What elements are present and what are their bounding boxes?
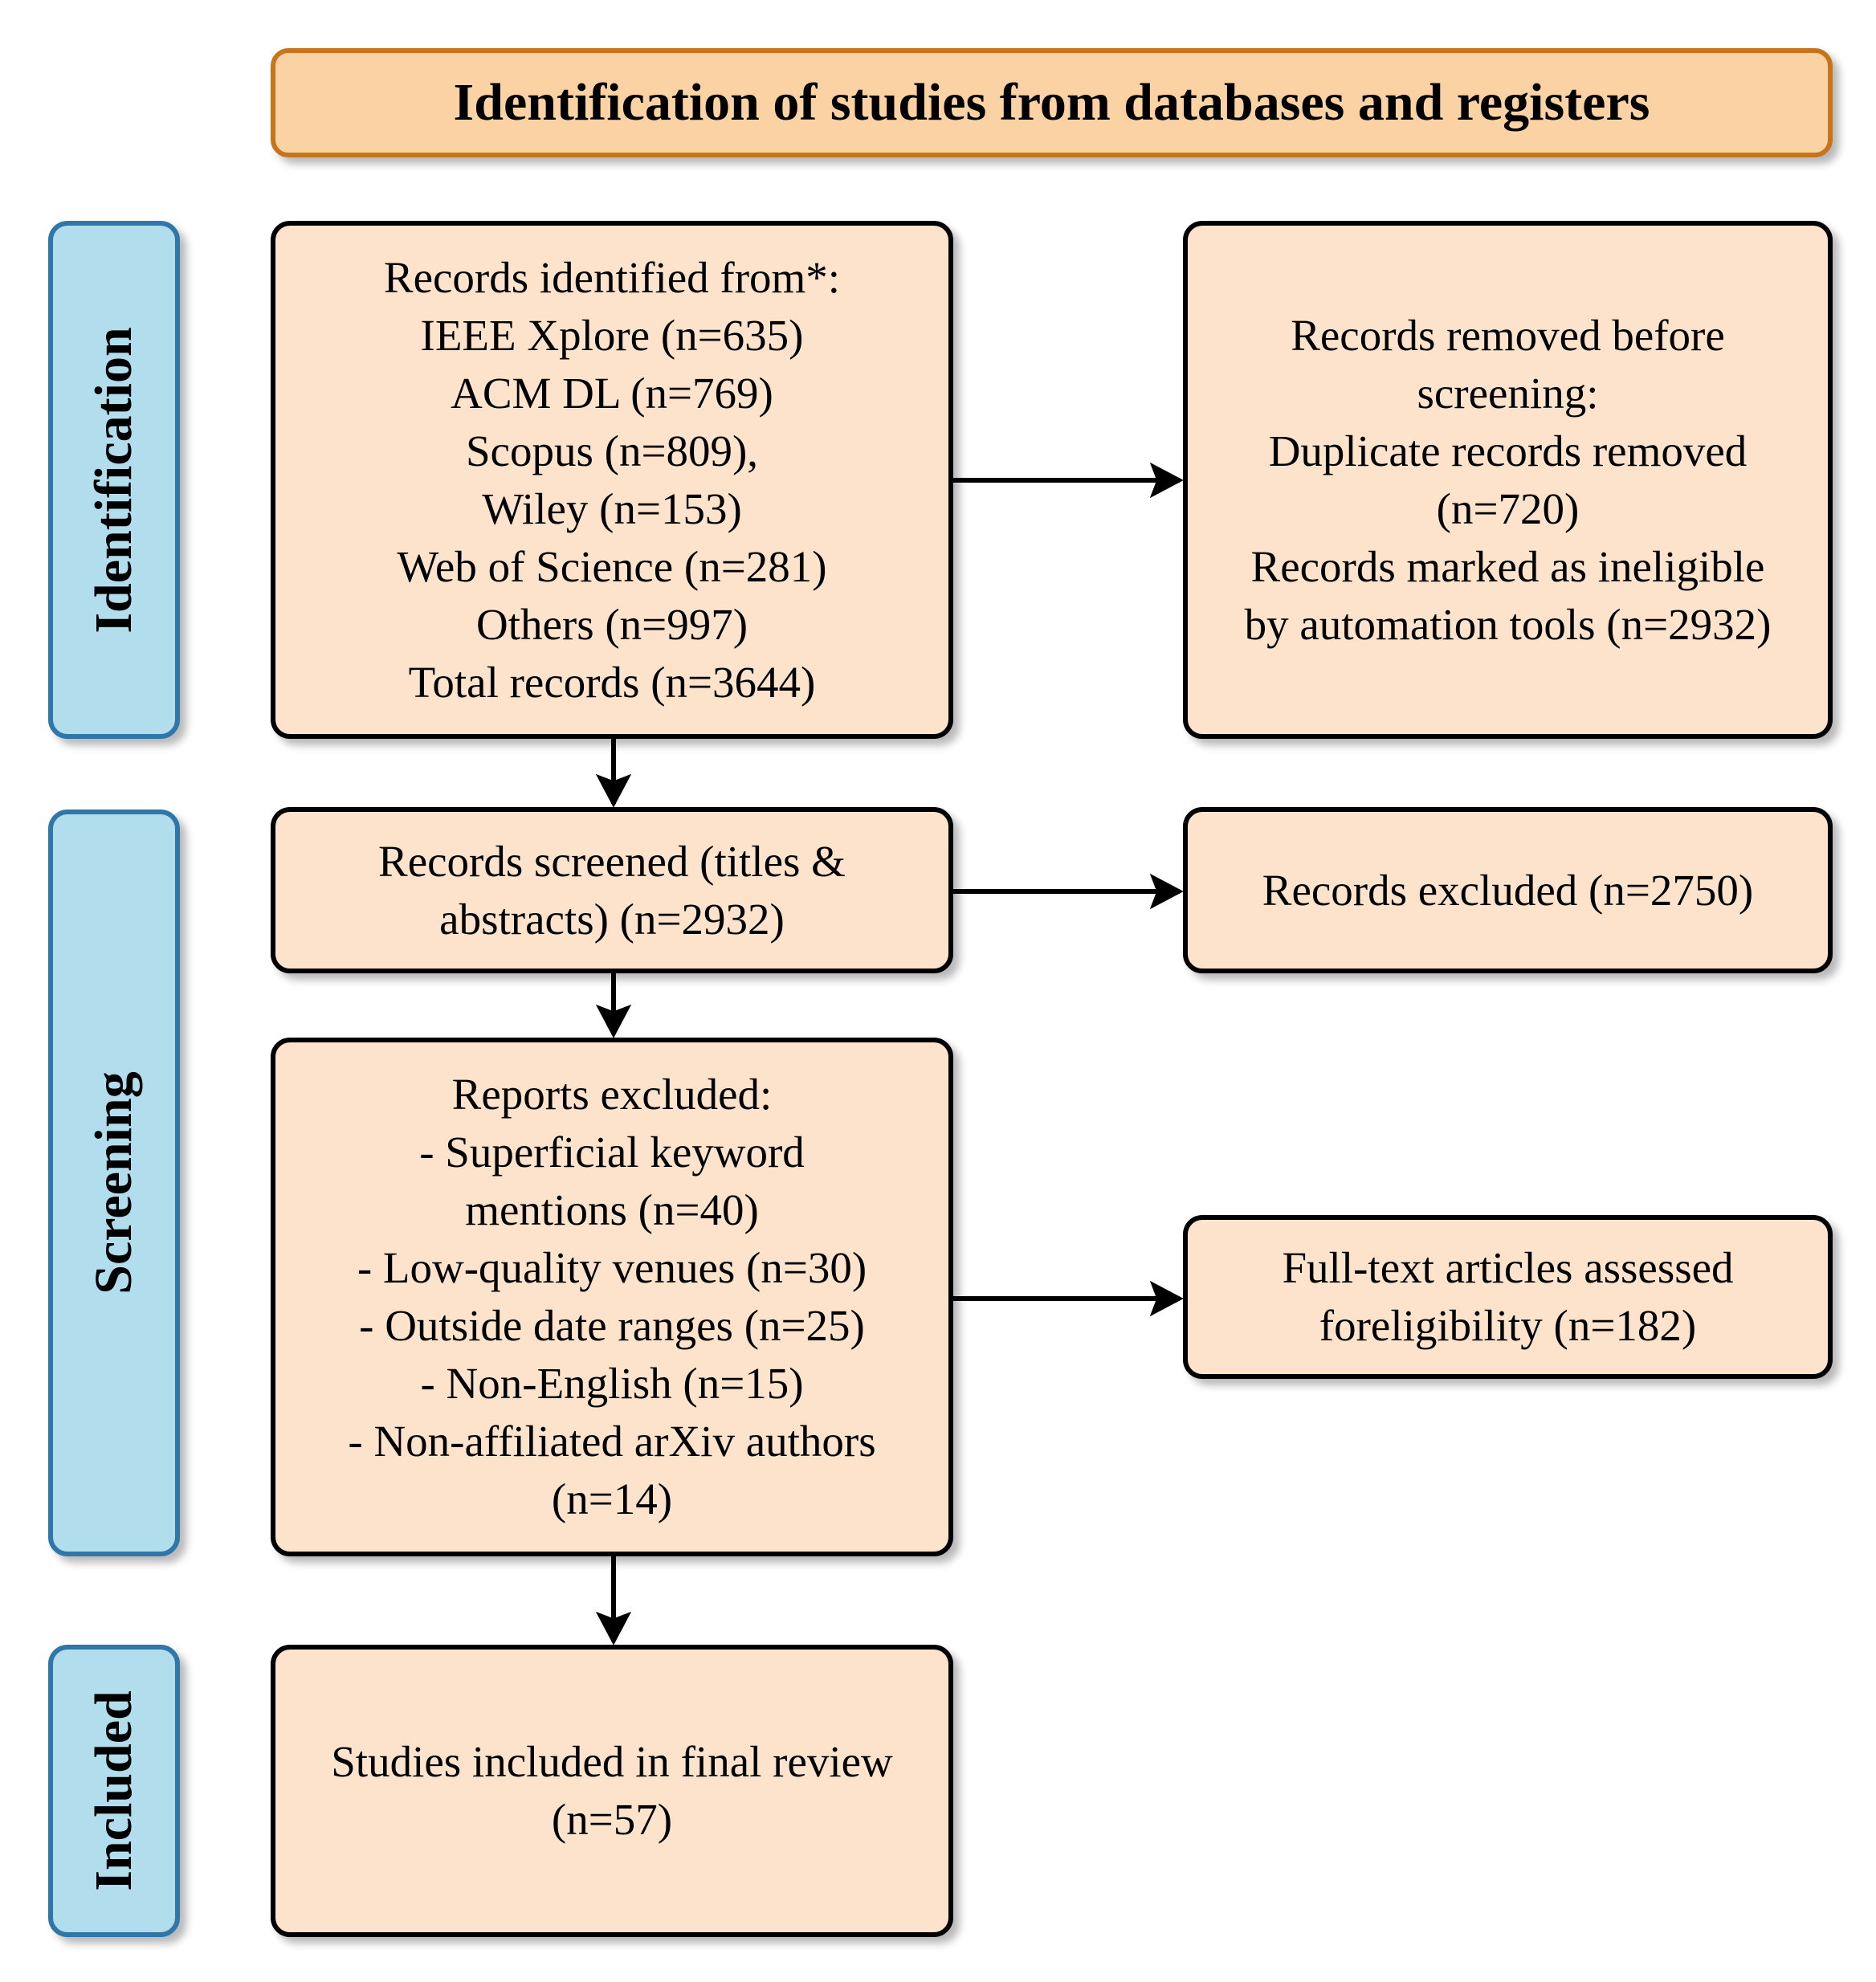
records-removed-line: Records marked as ineligible bbox=[1250, 541, 1765, 591]
reports-excluded-box: Reports excluded: - Superficial keyword me… bbox=[271, 1038, 953, 1556]
phase-identification: Identification bbox=[48, 221, 180, 739]
reports-excluded-line: - Non-affiliated arXiv authors bbox=[348, 1417, 876, 1466]
diagram-title: Identification of studies from databases… bbox=[271, 48, 1833, 157]
records-excluded-box: Records excluded (n=2750) bbox=[1183, 807, 1833, 973]
records-screened-line: Records screened (titles & bbox=[378, 836, 846, 886]
diagram-title-text: Identification of studies from databases… bbox=[453, 73, 1650, 132]
reports-excluded-line: - Non-English (n=15) bbox=[420, 1359, 804, 1408]
fulltext-assessed-box: Full-text articles assessed foreligibilit… bbox=[1183, 1215, 1833, 1379]
records-screened-line: abstracts) (n=2932) bbox=[439, 894, 785, 944]
records-removed-line: Records removed before bbox=[1291, 310, 1725, 360]
records-excluded-line: Records excluded (n=2750) bbox=[1262, 865, 1754, 915]
phase-screening: Screening bbox=[48, 810, 180, 1556]
records-identified-box: Records identified from*: IEEE Xplore (n=… bbox=[271, 221, 953, 739]
records-identified-line: Web of Science (n=281) bbox=[397, 541, 827, 591]
records-identified-line: Others (n=997) bbox=[475, 599, 748, 649]
reports-excluded-line: (n=14) bbox=[551, 1474, 673, 1523]
reports-excluded-line: - Low-quality venues (n=30) bbox=[357, 1243, 867, 1292]
studies-included-box: Studies included in final review (n=57) bbox=[271, 1645, 953, 1937]
records-screened-box: Records screened (titles & abstracts) (n=… bbox=[271, 807, 953, 973]
fulltext-assessed-line: Full-text articles assessed bbox=[1282, 1243, 1734, 1292]
records-identified-line: Scopus (n=809), bbox=[465, 426, 759, 475]
records-removed-line: screening: bbox=[1417, 368, 1599, 418]
studies-included-line: Studies included in final review bbox=[331, 1737, 893, 1786]
records-identified-line: Records identified from*: bbox=[383, 252, 841, 302]
records-identified-line: IEEE Xplore (n=635) bbox=[420, 310, 804, 360]
reports-excluded-line: mentions (n=40) bbox=[465, 1185, 759, 1234]
reports-excluded-line: - Superficial keyword bbox=[419, 1128, 805, 1177]
fulltext-assessed-line: foreligibility (n=182) bbox=[1319, 1301, 1697, 1350]
studies-included-line: (n=57) bbox=[551, 1795, 673, 1844]
records-removed-line: Duplicate records removed bbox=[1268, 426, 1748, 475]
records-identified-line: Total records (n=3644) bbox=[408, 657, 816, 707]
reports-excluded-line: Reports excluded: bbox=[451, 1070, 773, 1119]
records-identified-line: ACM DL (n=769) bbox=[451, 368, 773, 418]
records-identified-line: Wiley (n=153) bbox=[482, 483, 742, 533]
phase-included: Included bbox=[48, 1645, 180, 1937]
reports-excluded-line: - Outside date ranges (n=25) bbox=[359, 1301, 865, 1350]
records-removed-line: by automation tools (n=2932) bbox=[1244, 599, 1772, 649]
records-removed-line: (n=720) bbox=[1436, 483, 1580, 533]
records-removed-box: Records removed before screening: Duplicat… bbox=[1183, 221, 1833, 739]
